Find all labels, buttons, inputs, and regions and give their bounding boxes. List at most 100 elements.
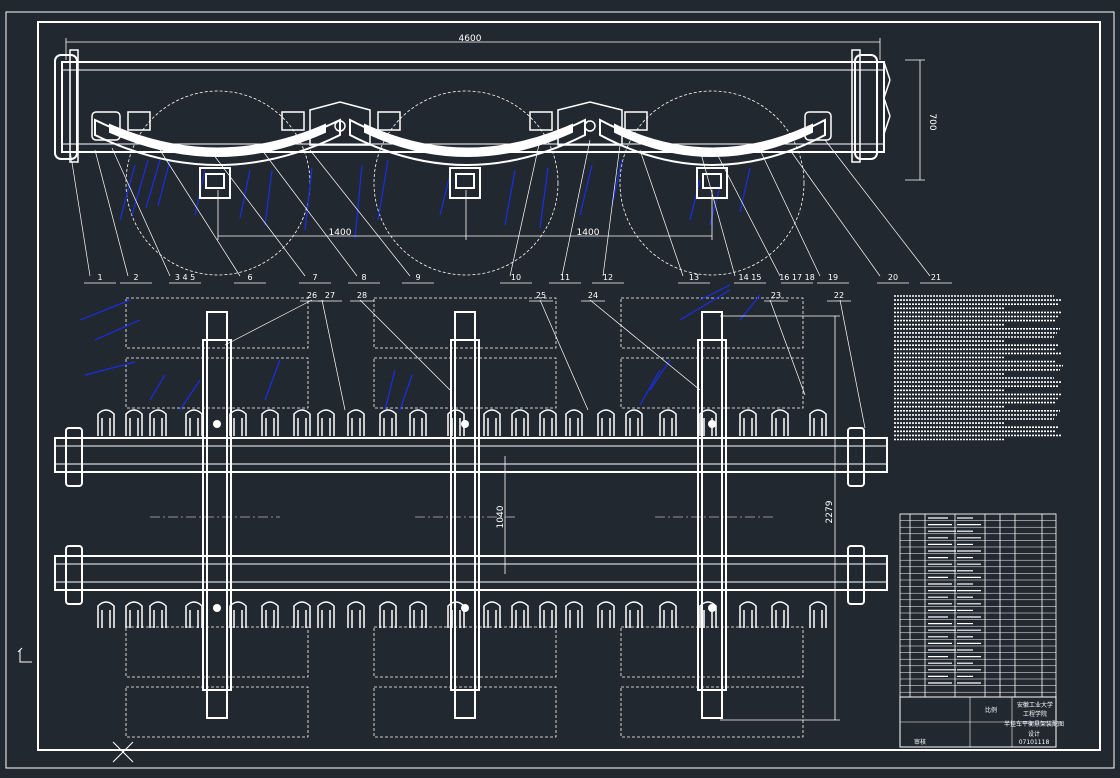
axles xyxy=(202,311,727,719)
spring-clamp xyxy=(261,601,279,628)
spring-clamp xyxy=(659,601,677,628)
spring-clamp xyxy=(809,409,827,436)
spring-clamp xyxy=(771,409,789,436)
callout-side-9: 11 xyxy=(560,273,570,282)
technical-notes xyxy=(894,295,1063,441)
dim-overall-width: 2279 xyxy=(825,500,835,523)
spring-clamp xyxy=(293,601,311,628)
spring-clamp xyxy=(379,601,397,628)
spring-clamp xyxy=(185,601,203,628)
spring-clamp xyxy=(539,601,557,628)
callout-side-3: 3 4 5 xyxy=(175,273,195,282)
spring-clamp xyxy=(317,409,335,436)
spring-clamp xyxy=(379,409,397,436)
side-view: 4600 700 1400 1400 xyxy=(54,34,937,277)
title-checker: 审核 xyxy=(914,738,926,746)
ucs-icon xyxy=(17,647,32,663)
spring-clamp xyxy=(597,601,615,628)
plan-view: 1040 2279 xyxy=(54,284,888,738)
spring-clamp xyxy=(565,601,583,628)
spring-clamp xyxy=(739,601,757,628)
spring-clamp xyxy=(699,601,717,628)
outer-border xyxy=(5,11,1115,769)
wheel-outline-right xyxy=(619,90,805,276)
callout-side-16: 21 xyxy=(931,273,941,282)
spring-clamp xyxy=(809,601,827,628)
spring-clamp xyxy=(483,409,501,436)
spring-clamp xyxy=(185,409,203,436)
spring-clamp xyxy=(511,601,529,628)
callout-side-14: 19 xyxy=(828,273,838,282)
frame-rail-bottom xyxy=(54,545,888,605)
title-block: 安徽工业大学 工程学院 半挂车平衡悬架装配图 比例 07101118 设计 审核 xyxy=(899,696,1064,748)
spring-clamp xyxy=(317,601,335,628)
parts-list xyxy=(899,513,1057,698)
title-scale-label: 比例 xyxy=(985,706,997,714)
frame-rail xyxy=(54,54,885,160)
spring-clamps-top xyxy=(97,409,827,436)
spring-clamp xyxy=(261,409,279,436)
spring-clamp xyxy=(699,409,717,436)
spring-clamp xyxy=(511,409,529,436)
spring-clamp xyxy=(97,601,115,628)
spring-clamp xyxy=(625,409,643,436)
dim-track-width: 1040 xyxy=(496,505,506,528)
callout-plan-4: 25 xyxy=(536,291,546,300)
spring-clamp xyxy=(447,409,465,436)
spring-clamp xyxy=(625,601,643,628)
spring-clamp xyxy=(229,409,247,436)
spring-clamp xyxy=(409,601,427,628)
inner-border xyxy=(37,21,1101,751)
spring-clamp xyxy=(229,601,247,628)
spring-clamp xyxy=(539,409,557,436)
title-department: 工程学院 xyxy=(1023,710,1047,718)
spring-clamps-bottom xyxy=(97,601,827,628)
callout-plan-1: 26 xyxy=(307,291,317,300)
spring-clamp xyxy=(149,601,167,628)
callout-plan-2: 27 xyxy=(325,291,335,300)
spring-clamp xyxy=(483,601,501,628)
spring-clamp xyxy=(659,409,677,436)
spring-clamp xyxy=(447,601,465,628)
spring-clamp xyxy=(771,601,789,628)
frame-rail-top xyxy=(54,427,888,487)
plan-hatching xyxy=(79,284,761,411)
callout-side-6: 8 xyxy=(361,273,366,282)
callout-plan-7: 22 xyxy=(834,291,844,300)
axle-brackets xyxy=(199,167,728,199)
side-dimension-lines xyxy=(65,38,925,240)
callout-side-7: 9 xyxy=(415,273,420,282)
spring-clamp xyxy=(125,601,143,628)
spring-clamp xyxy=(149,409,167,436)
spring-clamp xyxy=(97,409,115,436)
spring-clamp xyxy=(597,409,615,436)
tire-outlines xyxy=(125,297,804,738)
leaf-springs xyxy=(94,118,826,166)
callout-side-8: 10 xyxy=(511,273,521,282)
balance-hangers xyxy=(91,101,832,146)
dim-axle-spacing-right: 1400 xyxy=(577,228,600,238)
drawing-title: 半挂车平衡悬架装配图 xyxy=(1004,720,1064,728)
dim-overall-length: 4600 xyxy=(459,34,482,44)
callout-side-1: 1 xyxy=(97,273,102,282)
spring-clamp xyxy=(739,409,757,436)
callout-side-5: 7 xyxy=(312,273,317,282)
title-institution: 安徽工业大学 xyxy=(1017,701,1053,709)
callout-plan-5: 24 xyxy=(588,291,598,300)
spring-clamp xyxy=(347,409,365,436)
callout-side-10: 12 xyxy=(603,273,613,282)
dim-side-height: 700 xyxy=(927,113,937,130)
side-leader-lines xyxy=(69,139,931,277)
crosshair-cursor-icon xyxy=(112,741,134,763)
side-hatching xyxy=(119,159,751,239)
callout-side-4: 6 xyxy=(247,273,252,282)
plan-dimension-lines xyxy=(504,315,840,721)
dim-axle-spacing-left: 1400 xyxy=(329,228,352,238)
axle-hub-dots xyxy=(213,420,716,612)
spring-clamp xyxy=(293,409,311,436)
spring-clamp xyxy=(565,409,583,436)
